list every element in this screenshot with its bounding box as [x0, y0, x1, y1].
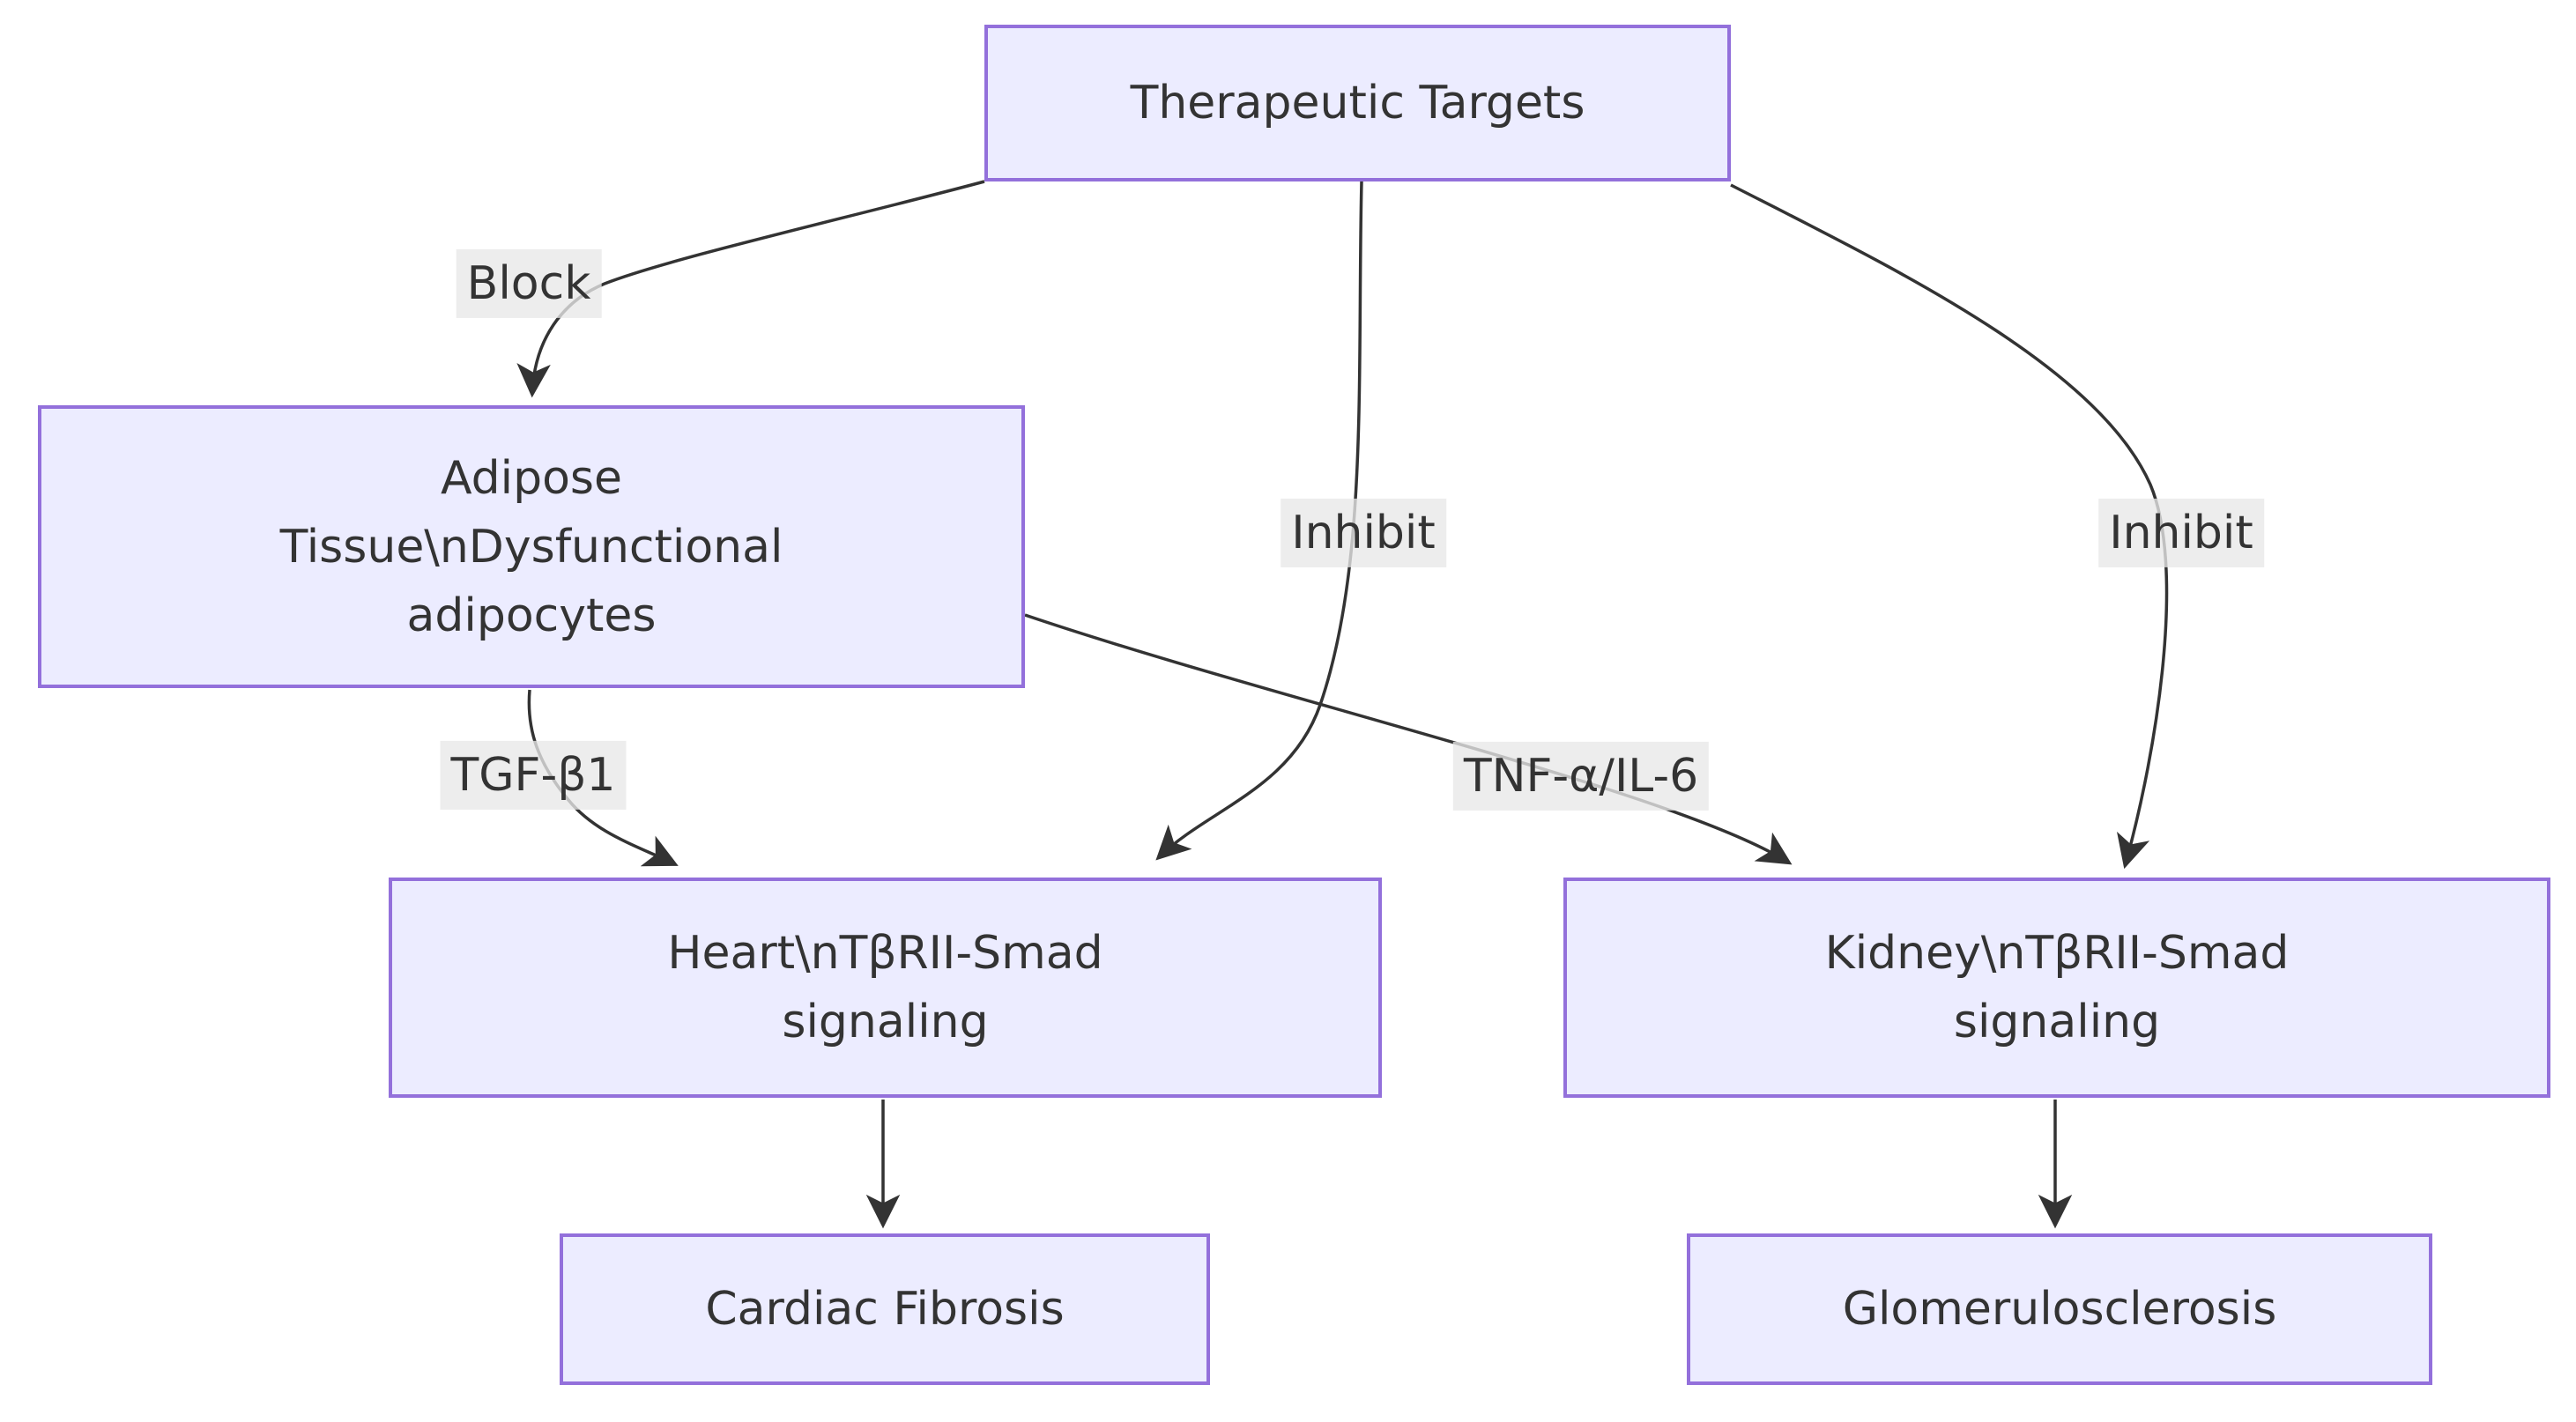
node-heart-line-1: Heart\nTβRII-Smad: [667, 927, 1103, 980]
node-kidney-signaling: Kidney\nTβRII-Smad signaling: [1563, 878, 2550, 1098]
edge-inhibit-left-path: [1155, 181, 1363, 861]
edge-label-tnf-il6: TNF-α/IL-6: [1452, 741, 1710, 811]
node-kidney-line-1: Kidney\nTβRII-Smad: [1824, 927, 2290, 980]
node-therapeutic-targets-label: Therapeutic Targets: [1130, 77, 1585, 130]
node-cardiac-fibrosis: Cardiac Fibrosis: [560, 1233, 1210, 1385]
node-glomerulosclerosis: Glomerulosclerosis: [1687, 1233, 2432, 1385]
node-adipose-line-2: Tissue\nDysfunctional: [279, 520, 783, 574]
edge-label-block: Block: [456, 248, 602, 319]
node-glomerulosclerosis-label: Glomerulosclerosis: [1842, 1283, 2277, 1336]
node-heart-line-2: signaling: [782, 996, 989, 1048]
node-kidney-line-2: signaling: [1953, 996, 2161, 1048]
node-adipose-tissue: Adipose Tissue\nDysfunctional adipocytes: [38, 405, 1025, 688]
node-adipose-line-3: adipocytes: [406, 589, 657, 642]
node-adipose-line-1: Adipose: [440, 451, 623, 505]
edge-inhibit-right-path: [1730, 183, 2169, 870]
node-heart-signaling: Heart\nTβRII-Smad signaling: [389, 878, 1382, 1098]
edge-label-tgf-b1: TGF-β1: [440, 740, 627, 811]
node-cardiac-fibrosis-label: Cardiac Fibrosis: [705, 1283, 1065, 1336]
edge-tnf-path: [1024, 613, 1793, 865]
edge-label-inhibit-left: Inhibit: [1281, 498, 1446, 568]
node-therapeutic-targets: Therapeutic Targets: [984, 25, 1731, 181]
edge-block-path: [516, 180, 985, 398]
edge-label-inhibit-right: Inhibit: [2098, 498, 2264, 568]
